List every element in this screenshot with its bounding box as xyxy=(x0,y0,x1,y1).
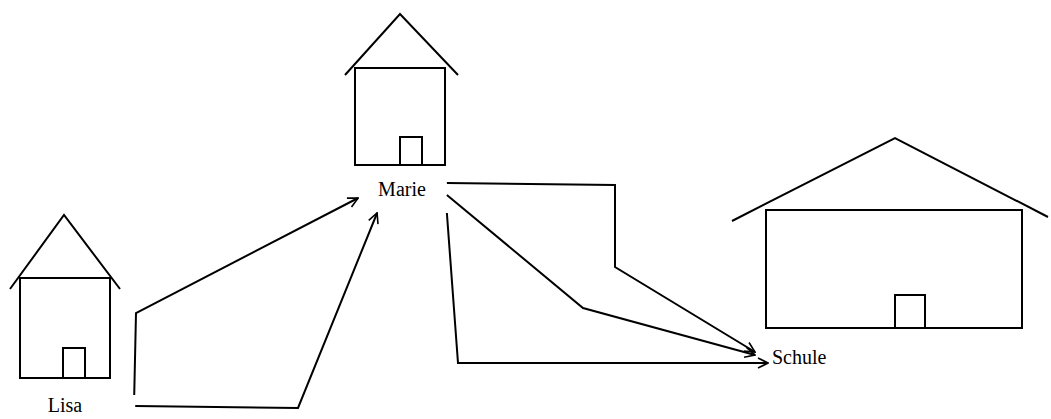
route-arrow xyxy=(134,198,358,395)
house-outline xyxy=(732,136,1049,330)
roof xyxy=(732,138,1048,221)
house-label: Lisa xyxy=(48,394,82,416)
roof xyxy=(345,14,458,75)
house-outline xyxy=(8,214,122,380)
house-outline xyxy=(344,14,460,166)
wall xyxy=(766,210,1022,328)
route-arrow xyxy=(447,183,755,352)
route-arrow xyxy=(135,213,377,408)
route-arrow xyxy=(447,195,755,355)
house: Marie xyxy=(344,14,460,200)
route-arrow xyxy=(447,213,768,363)
house: Schule xyxy=(732,136,1049,368)
house-label: Schule xyxy=(772,346,826,368)
door xyxy=(895,295,925,328)
door xyxy=(63,348,85,378)
wall xyxy=(355,68,445,165)
wall xyxy=(20,278,110,378)
house: Lisa xyxy=(8,214,122,416)
house-label: Marie xyxy=(378,178,426,200)
door xyxy=(400,137,422,165)
